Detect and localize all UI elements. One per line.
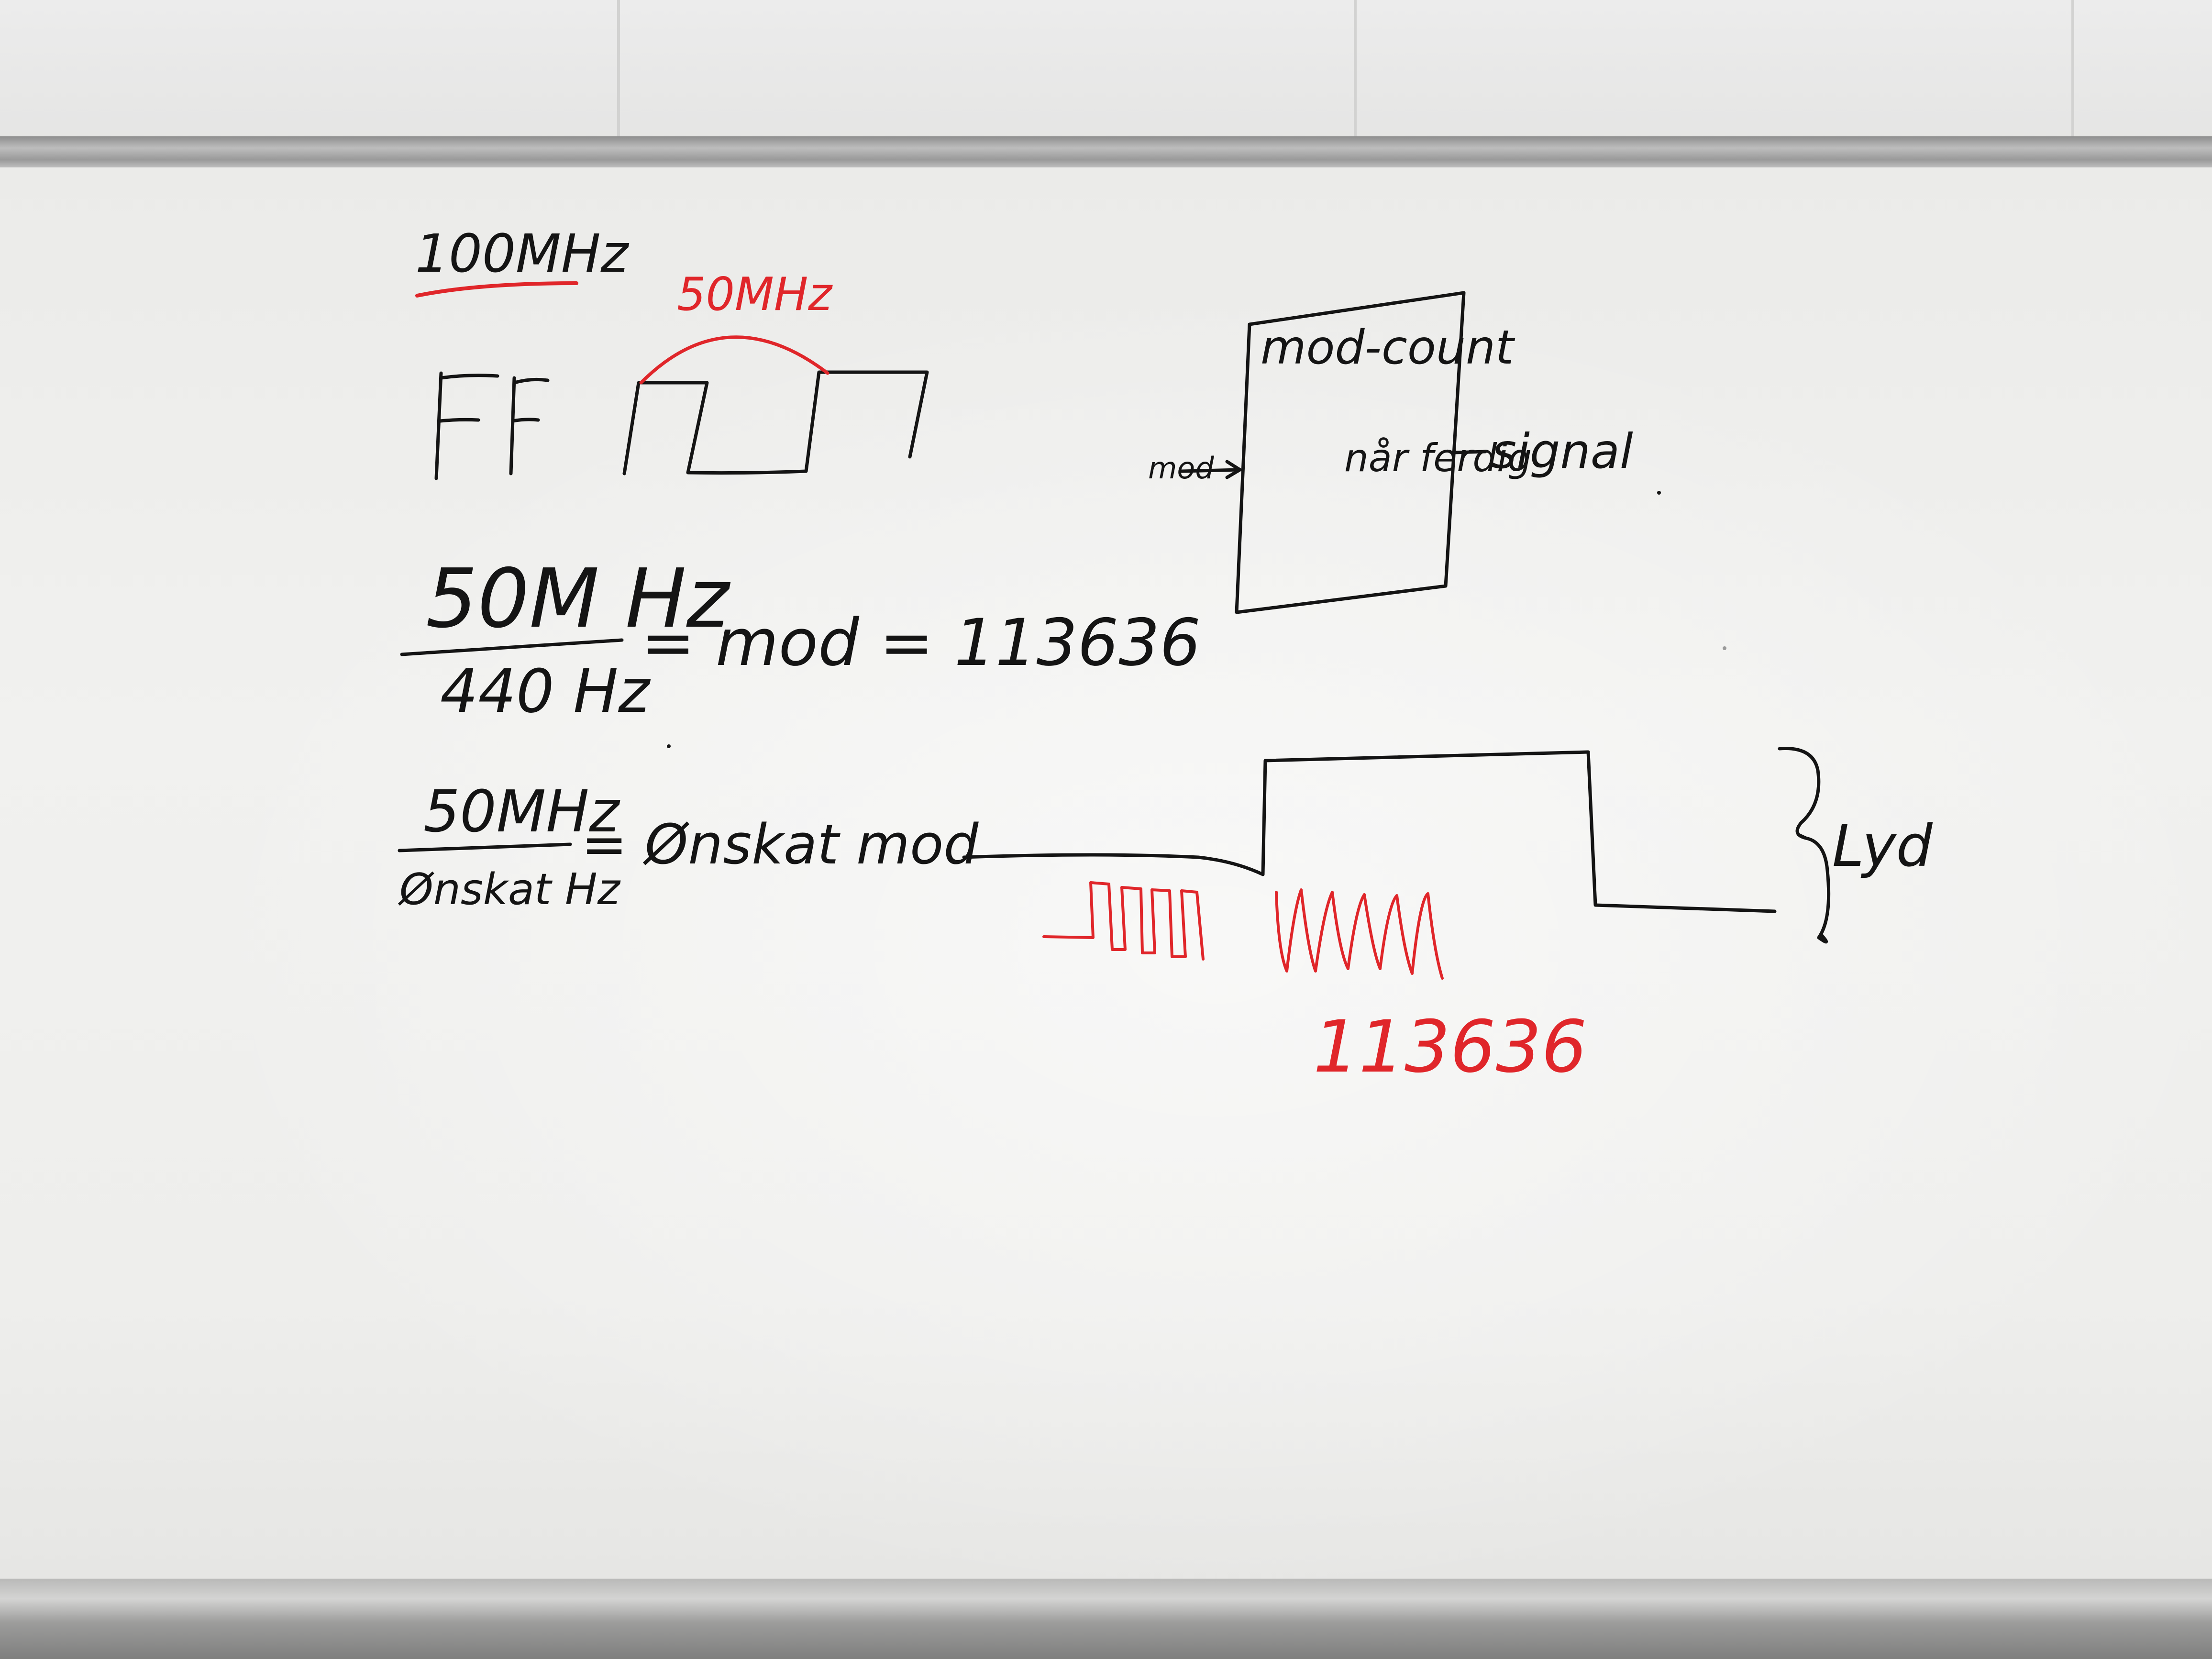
underline-100mhz	[415, 281, 578, 298]
ff-stroke	[438, 418, 480, 423]
ff-stroke	[439, 374, 499, 380]
fraction-bar-1	[400, 638, 624, 656]
wall	[0, 0, 2212, 144]
ff-stroke	[434, 371, 443, 480]
fast-clock-pulses	[1042, 881, 1205, 961]
input-arrowhead	[1225, 460, 1242, 479]
block-inner-label: når ferdig	[1344, 436, 1532, 480]
ff-output-square-wave	[622, 370, 929, 476]
stray-dot	[1657, 491, 1661, 495]
formula1-result: = mod = 113636	[641, 605, 1201, 680]
block-input-label: mod	[1148, 451, 1214, 486]
wall-seam	[2071, 0, 2074, 139]
formula2-result: = Ønskat mod	[581, 813, 979, 877]
mod-count-box	[1235, 291, 1466, 614]
block-title: mod-count	[1261, 321, 1515, 375]
formula1-numerator: 50M Hz	[426, 552, 731, 646]
sound-square-wave	[962, 750, 1777, 913]
whiteboard-surface	[0, 167, 2212, 1581]
output-line	[1452, 450, 1487, 454]
fast-clock-pulses-rounded	[1275, 888, 1444, 980]
wall-seam	[1354, 0, 1357, 139]
note-50mhz: 50MHz	[677, 268, 833, 321]
ff-stroke	[512, 377, 550, 385]
fraction-bar-2	[398, 842, 572, 852]
formula1-denominator: 440 Hz	[440, 657, 651, 726]
pulse-count-label: 113636	[1313, 1006, 1587, 1089]
formula2-numerator: 50MHz	[423, 779, 620, 845]
curly-brace	[1778, 747, 1831, 944]
wall-seam	[617, 0, 620, 139]
ff-stroke	[509, 376, 516, 476]
period-arc	[639, 335, 830, 385]
sound-label: Lyd	[1832, 813, 1933, 880]
stray-dot	[667, 744, 671, 748]
block-output-label: signal	[1492, 423, 1633, 479]
whiteboard-marker-tray	[0, 1579, 2212, 1659]
note-100mhz: 100MHz	[415, 223, 630, 284]
stray-dot	[1723, 646, 1726, 650]
formula2-denominator: Ønskat Hz	[398, 864, 621, 915]
input-arrow-line	[1180, 468, 1241, 473]
ff-stroke	[511, 418, 540, 423]
curly-brace-tip	[1797, 833, 1808, 840]
whiteboard-top-frame	[0, 136, 2212, 170]
